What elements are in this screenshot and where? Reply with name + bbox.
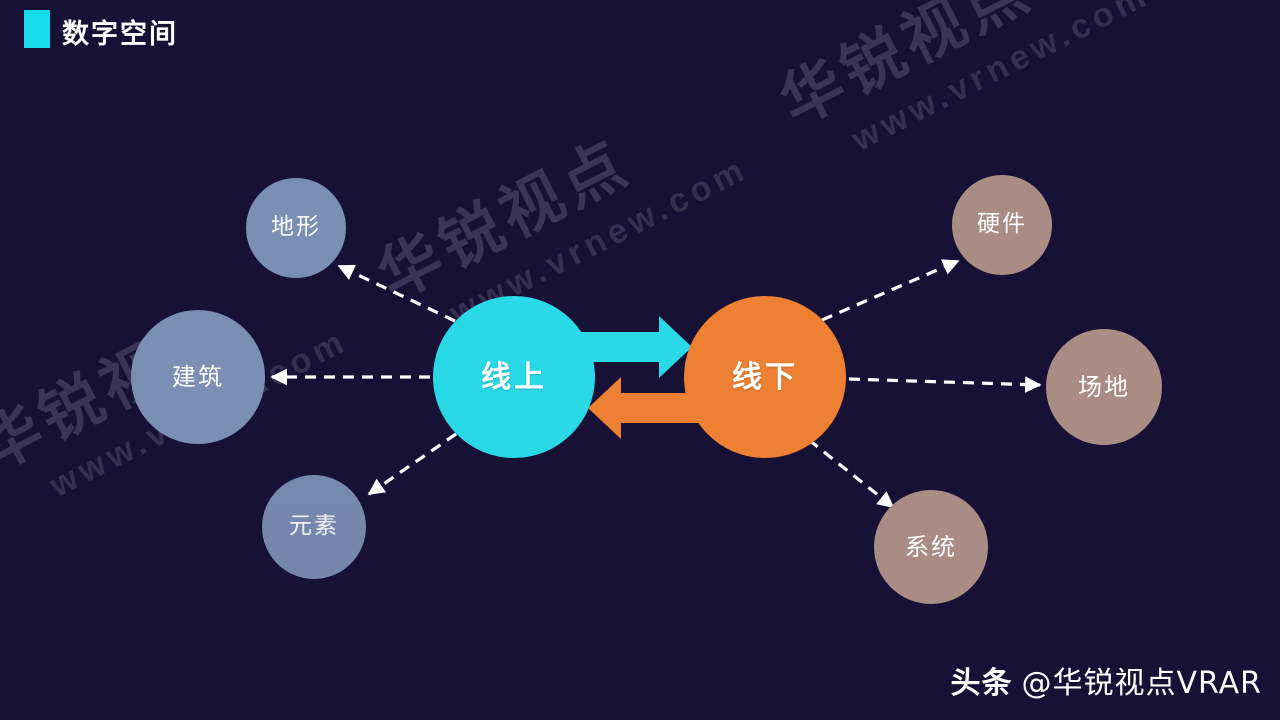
node-architecture[interactable]: 建筑 (131, 310, 265, 444)
node-venue-label: 场地 (1078, 372, 1130, 401)
arrow-online-to-offline (580, 316, 692, 378)
node-element[interactable]: 元素 (262, 475, 366, 579)
arrow-offline-to-online (588, 377, 700, 439)
brand-handle: @华锐视点VRAR (1021, 666, 1262, 701)
node-online[interactable]: 线上 (433, 296, 595, 458)
node-system[interactable]: 系统 (874, 490, 988, 604)
brand-footer: 头条 @华锐视点VRAR (950, 658, 1262, 702)
title-accent-bar (24, 10, 50, 48)
node-architecture-label: 建筑 (172, 362, 224, 391)
node-system-label: 系统 (905, 532, 957, 561)
node-element-label: 元素 (289, 513, 339, 540)
node-hardware-label: 硬件 (977, 211, 1027, 238)
node-terrain-label: 地形 (271, 214, 321, 241)
node-terrain[interactable]: 地形 (246, 178, 346, 278)
node-offline-label: 线下 (732, 359, 798, 395)
page-title: 数字空间 (62, 19, 178, 50)
edge-offline-venue (848, 376, 1042, 393)
brand-prefix: 头条 (950, 666, 1013, 701)
edge-online-terrain (337, 264, 456, 323)
node-online-label: 线上 (481, 359, 547, 395)
node-venue[interactable]: 场地 (1046, 329, 1162, 445)
node-offline[interactable]: 线下 (684, 296, 846, 458)
edge-offline-hardware (821, 259, 960, 322)
node-hardware[interactable]: 硬件 (952, 175, 1052, 275)
